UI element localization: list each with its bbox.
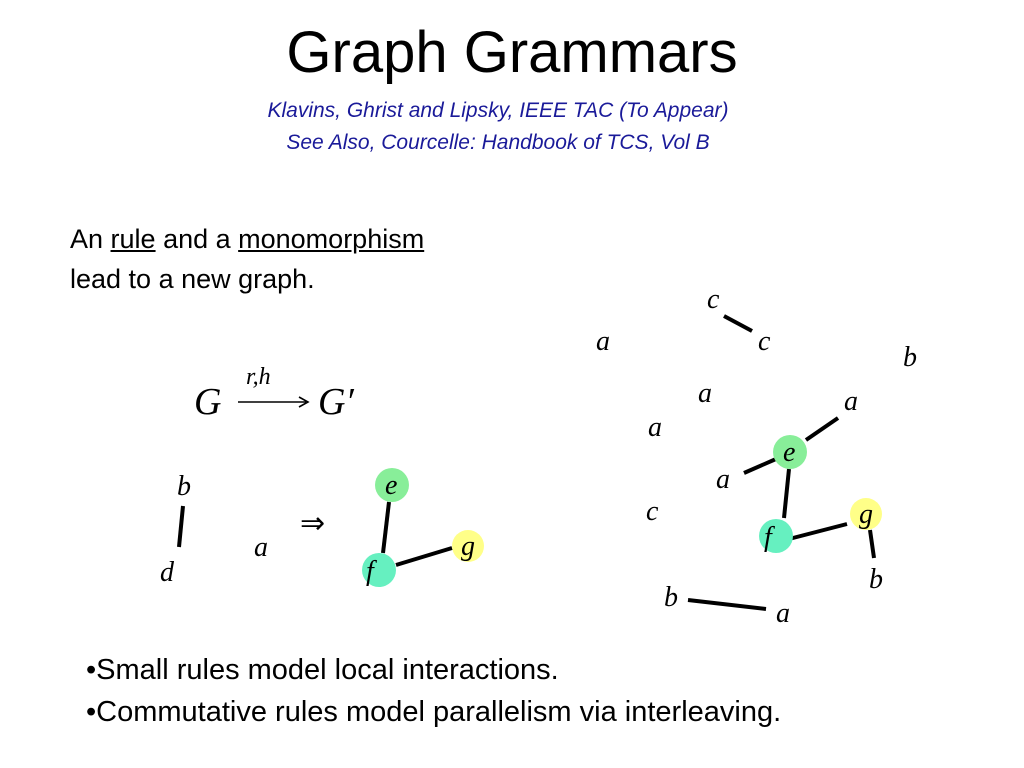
graph-edge-g-b [868, 529, 876, 559]
graph-node-b-isolated-label: b [903, 342, 917, 373]
graph-node-a-mid-label: a [716, 464, 730, 495]
intro-line-2: lead to a new graph. [70, 264, 315, 294]
transition-arrow-head [298, 396, 310, 408]
graph-edge-e-f [782, 468, 791, 519]
graph-node-a-left-label: a [648, 412, 662, 443]
graph-node-a-isolated-2-label: a [698, 378, 712, 409]
graph-node-g-label: g [859, 499, 873, 530]
graph-node-f-label: f [764, 522, 775, 553]
rule-node-f-label: f [366, 556, 377, 587]
intro-middle: and a [155, 224, 239, 254]
graph-node-b-right-label: b [869, 564, 883, 595]
bullet-parallelism: •Commutative rules model parallelism via… [86, 696, 782, 728]
graph-node-c-label: c [758, 326, 771, 357]
rule-node-a-label: a [254, 532, 268, 563]
rule-edge-e-f [381, 501, 391, 554]
graph-node-a-bottom-label: a [776, 598, 790, 629]
graph-node-f [759, 519, 793, 553]
rule-node-g-label: g [461, 531, 475, 562]
graph-G-prime-label: G′ [318, 381, 354, 423]
page-title: Graph Grammars [286, 20, 738, 85]
rule-node-e [375, 468, 409, 502]
intro-line-1: An rule and a monomorphism [70, 222, 424, 256]
graph-G-label: G [194, 381, 221, 423]
rule-edge-b-d [177, 505, 185, 548]
graph-node-c-isolated-label: c [646, 496, 659, 527]
graph-node-c-top-label: c [707, 284, 720, 315]
citation-line-2: See Also, Courcelle: Handbook of TCS, Vo… [286, 131, 710, 154]
bullet-local-interactions: •Small rules model local interactions. [86, 654, 559, 686]
citation-line-1: Klavins, Ghrist and Lipsky, IEEE TAC (To… [267, 99, 729, 122]
implies-symbol: ⇒ [300, 506, 325, 541]
graph-edge-e-a [804, 416, 840, 442]
intro-prefix: An [70, 224, 111, 254]
graph-edge-a-e [743, 457, 777, 475]
rule-morphism-label: r,h [246, 364, 271, 390]
rule-term: rule [110, 224, 156, 254]
graph-node-e-label: e [783, 437, 795, 468]
rule-edge-f-g [395, 546, 453, 567]
graph-node-a-right-label: a [844, 386, 858, 417]
rule-node-e-label: e [385, 470, 397, 501]
graph-node-g [850, 498, 882, 530]
graph-edge-b-a [687, 598, 767, 611]
monomorphism-term: monomorphism [238, 224, 425, 254]
rule-node-f [362, 553, 396, 587]
graph-edge-c-c [723, 314, 753, 333]
graph-node-b-bottom-label: b [664, 582, 678, 613]
graph-node-a-isolated-label: a [596, 326, 610, 357]
rule-node-b-label: b [177, 471, 191, 502]
graph-node-e [773, 435, 807, 469]
graph-edge-f-g [788, 522, 848, 541]
rule-node-d-label: d [160, 557, 175, 588]
rule-node-g [452, 530, 484, 562]
